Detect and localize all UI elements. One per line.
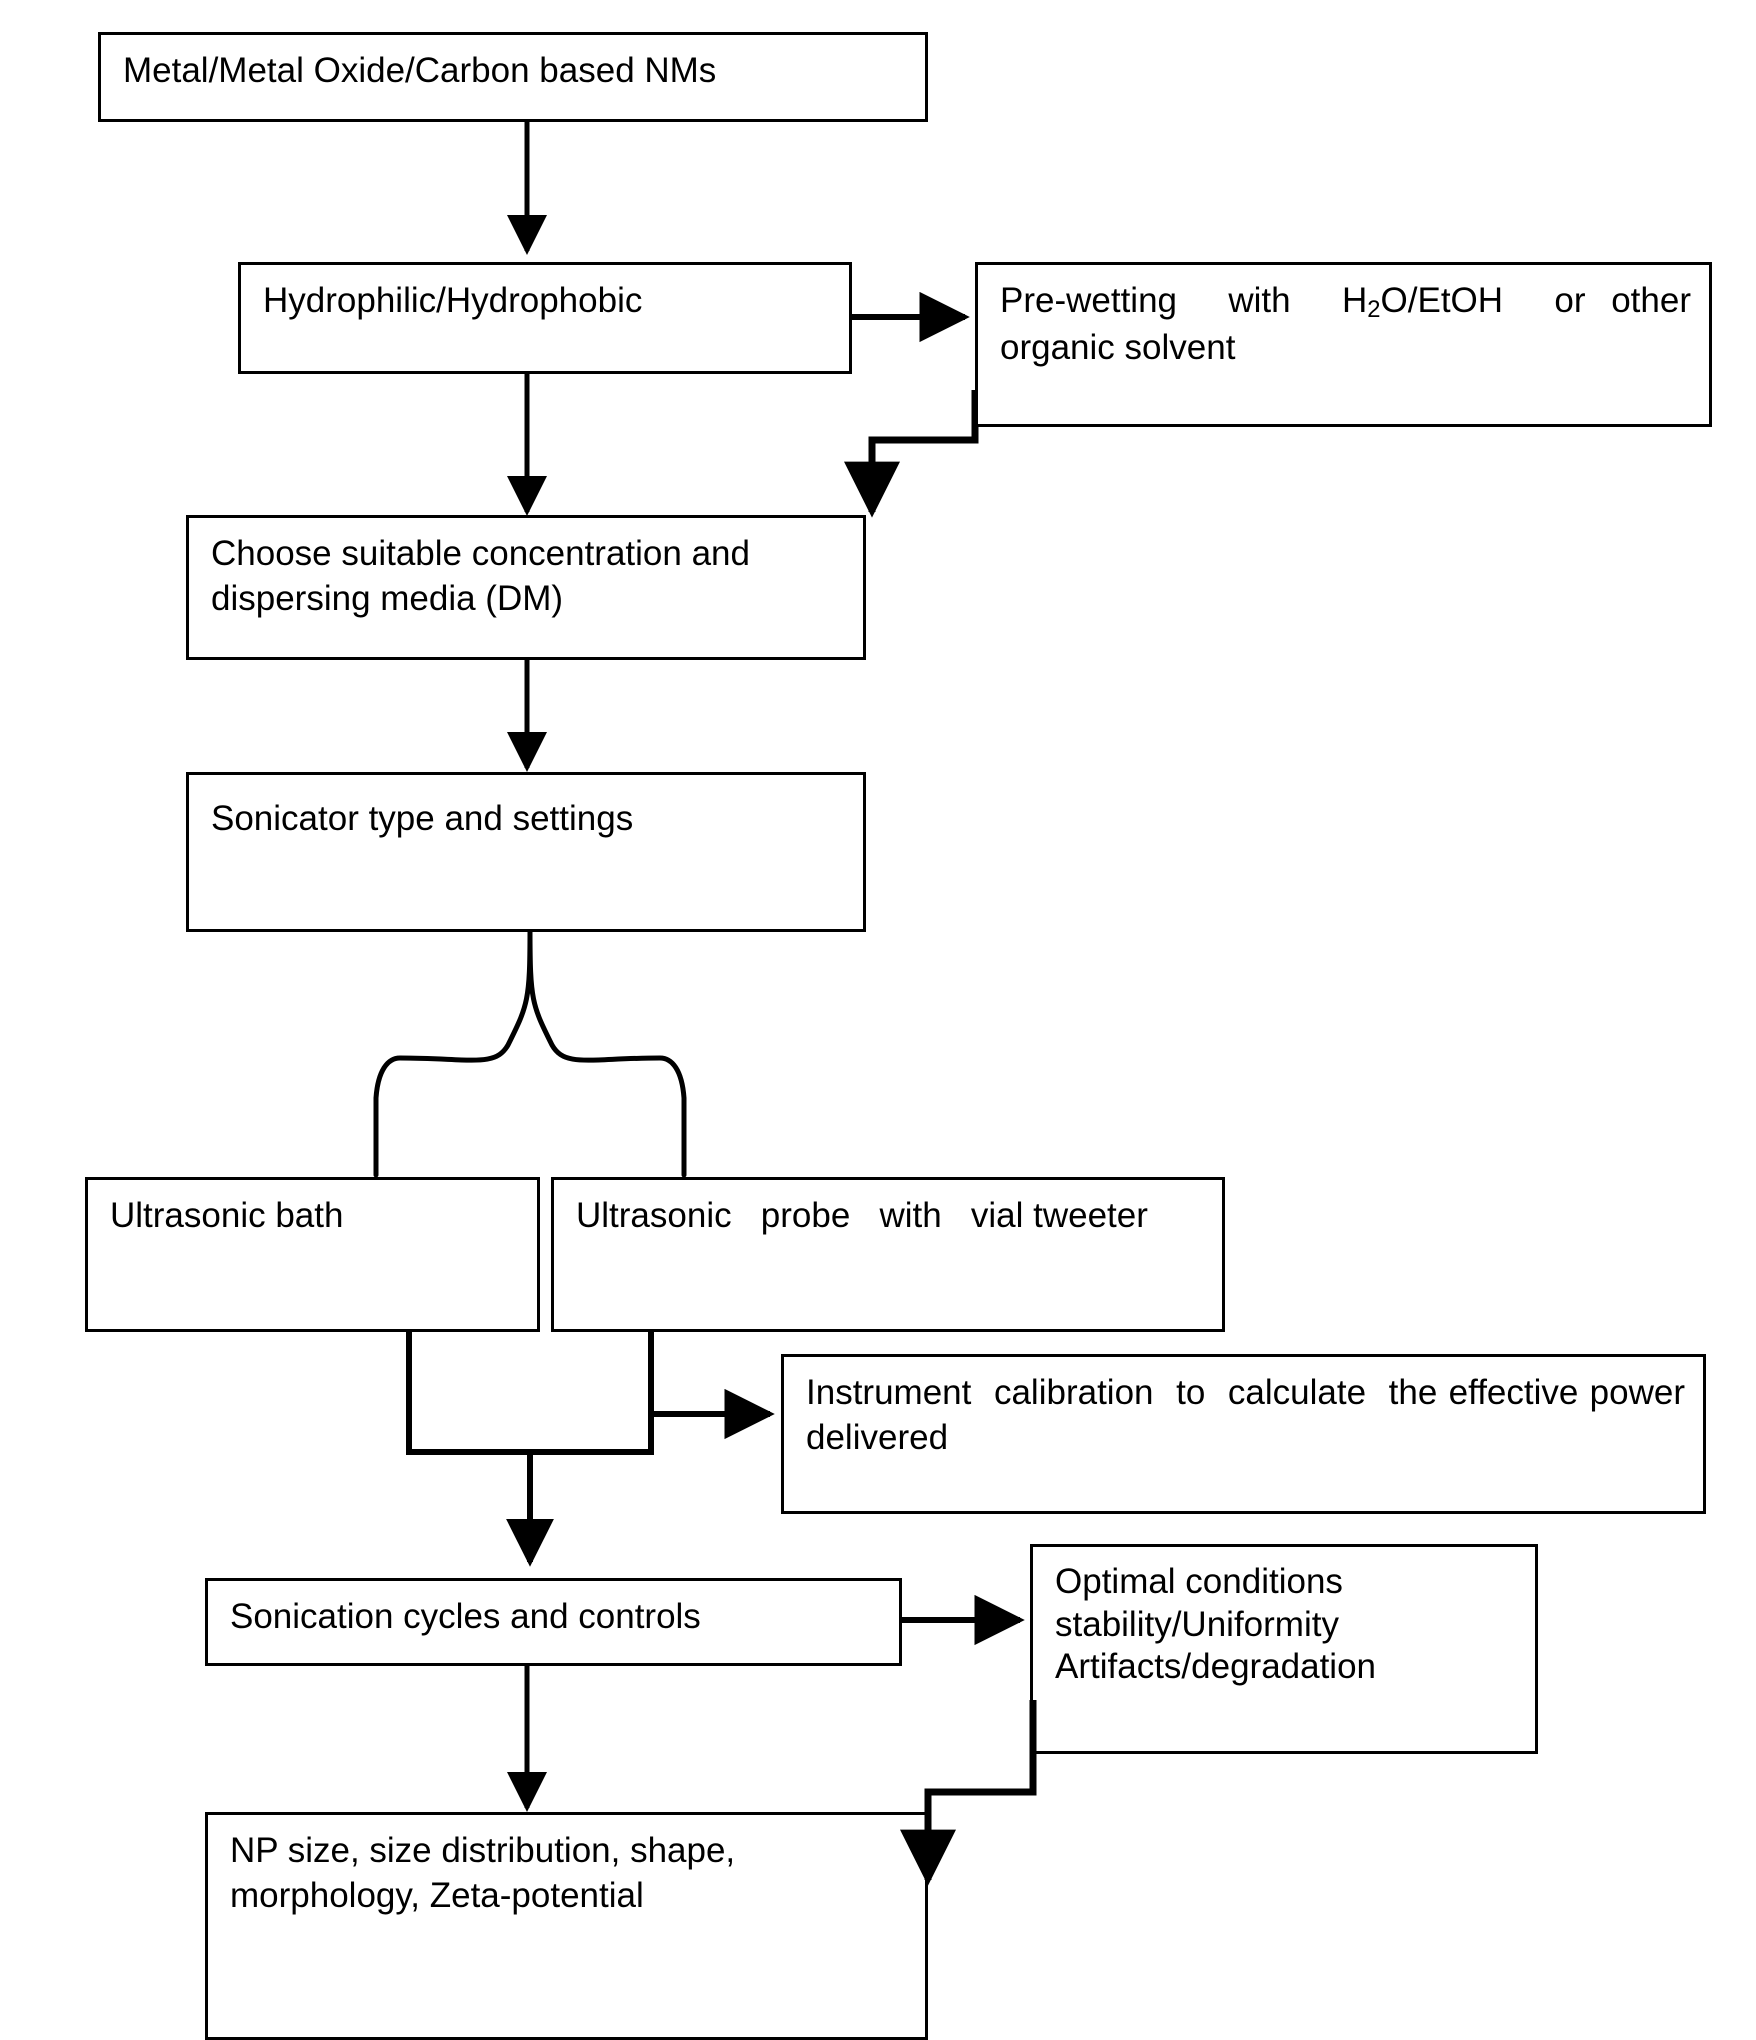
node-optimal-conditions-line3: Artifacts/degradation <box>1055 1647 1377 1687</box>
node-pre-wetting-label: Pre-wetting with H2O/EtOH or other organ… <box>1000 281 1691 367</box>
node-np-size-label: NP size, size distribution, shape, morph… <box>230 1831 736 1915</box>
node-ultrasonic-probe-label: Ultrasonic probe with vial tweeter <box>576 1196 1148 1235</box>
connector-optimal-to-npsize <box>900 1700 1037 1886</box>
node-ultrasonic-probe: Ultrasonic probe with vial tweeter <box>551 1177 1225 1332</box>
node-choose-concentration-label: Choose suitable concentration and disper… <box>211 534 750 618</box>
node-instrument-calibration-label: Instrument calibration to calculate the … <box>806 1373 1685 1457</box>
node-ultrasonic-bath-label: Ultrasonic bath <box>110 1196 344 1235</box>
node-pre-wetting: Pre-wetting with H2O/EtOH or other organ… <box>975 262 1712 427</box>
connector-ultrasonic-merge <box>406 1330 775 1567</box>
node-np-size: NP size, size distribution, shape, morph… <box>205 1812 928 2040</box>
node-optimal-conditions-line1: Optimal conditions <box>1055 1562 1343 1601</box>
node-choose-concentration: Choose suitable concentration and disper… <box>186 515 866 660</box>
node-sonication-cycles-label: Sonication cycles and controls <box>230 1597 701 1636</box>
node-sonication-cycles: Sonication cycles and controls <box>205 1578 902 1666</box>
node-optimal-conditions-line2: stability/Uniformity <box>1055 1604 1339 1644</box>
node-instrument-calibration: Instrument calibration to calculate the … <box>781 1354 1706 1514</box>
node-sonicator-settings: Sonicator type and settings <box>186 772 866 932</box>
node-hydrophilic-hydrophobic: Hydrophilic/Hydrophobic <box>238 262 852 374</box>
node-hydrophilic-hydrophobic-label: Hydrophilic/Hydrophobic <box>263 281 643 320</box>
connector-sonicator-brace <box>373 927 687 1178</box>
node-source-nm-label: Metal/Metal Oxide/Carbon based NMs <box>123 51 717 90</box>
node-optimal-conditions: Optimal conditions stability/Uniformity … <box>1030 1544 1538 1754</box>
node-sonicator-settings-label: Sonicator type and settings <box>211 799 634 838</box>
node-ultrasonic-bath: Ultrasonic bath <box>85 1177 540 1332</box>
node-source-nm: Metal/Metal Oxide/Carbon based NMs <box>98 32 928 122</box>
connector-prewetting-to-concentration <box>844 390 979 518</box>
